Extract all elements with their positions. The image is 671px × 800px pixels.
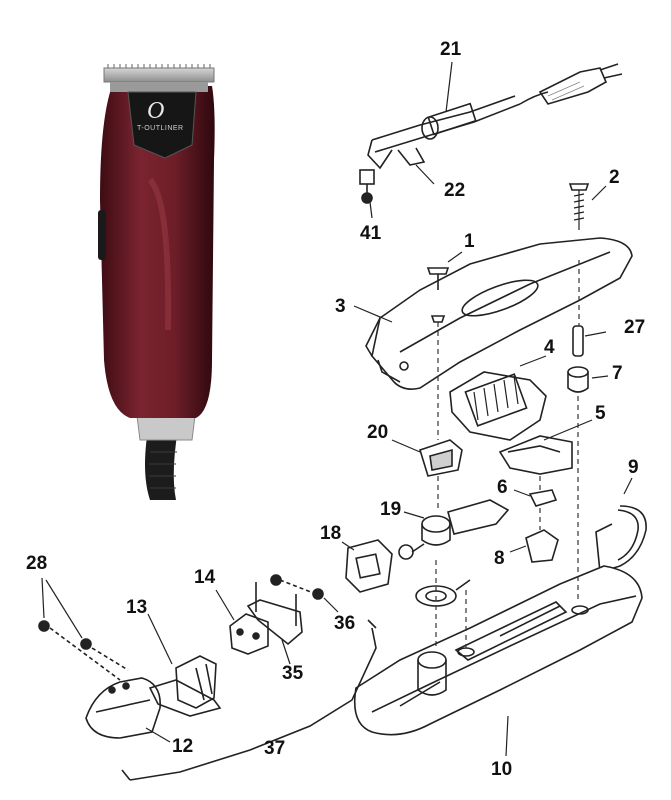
top-cover xyxy=(353,183,633,390)
callout-part-3: 3 xyxy=(335,296,346,317)
callout-part-2: 2 xyxy=(609,167,620,188)
callout-part-13: 13 xyxy=(126,597,148,618)
callout-part-28: 28 xyxy=(26,553,48,574)
blade-parts xyxy=(38,539,393,743)
power-switch xyxy=(98,210,106,260)
callout-part-36: 36 xyxy=(334,613,356,634)
callout-part-4: 4 xyxy=(544,337,555,358)
callout-part-37: 37 xyxy=(264,738,286,759)
housing-base xyxy=(353,565,643,757)
callout-part-6: 6 xyxy=(497,477,508,498)
t-blade xyxy=(103,67,215,83)
plug xyxy=(538,67,608,105)
callout-part-1: 1 xyxy=(464,231,475,252)
callout-part-41: 41 xyxy=(360,223,382,244)
callout-part-35: 35 xyxy=(282,663,304,684)
clipper-photo xyxy=(98,64,215,500)
callout-part-12: 12 xyxy=(172,736,194,757)
cord-sleeve xyxy=(427,102,477,136)
callout-part-18: 18 xyxy=(320,523,342,544)
logo-badge xyxy=(127,91,197,159)
linkage-parts xyxy=(391,419,593,607)
callout-part-27: 27 xyxy=(624,317,646,338)
clipper-body xyxy=(100,86,215,418)
lead-wire xyxy=(121,619,377,781)
cord-assembly xyxy=(359,61,623,219)
callout-part-19: 19 xyxy=(380,499,402,520)
model-name-text: T-OUTLINER xyxy=(137,125,184,132)
callout-part-22: 22 xyxy=(444,180,466,201)
callout-part-10: 10 xyxy=(491,759,513,780)
brand-logo: O xyxy=(147,98,165,124)
callout-part-5: 5 xyxy=(595,403,606,424)
callout-part-14: 14 xyxy=(194,567,216,588)
callout-part-21: 21 xyxy=(440,39,462,60)
assembly-axes xyxy=(435,260,580,648)
callout-part-8: 8 xyxy=(494,548,505,569)
callout-part-9: 9 xyxy=(628,457,639,478)
motor-parts xyxy=(449,325,609,441)
spring xyxy=(595,477,647,573)
callout-part-7: 7 xyxy=(612,363,623,384)
callout-part-20: 20 xyxy=(367,422,389,443)
